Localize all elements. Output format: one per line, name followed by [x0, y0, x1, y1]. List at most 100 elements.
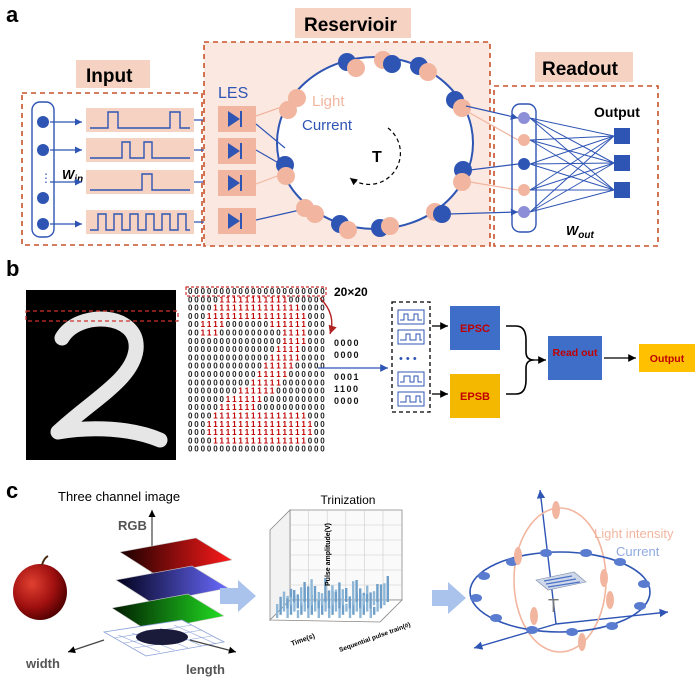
- matrix-cell: 0: [207, 445, 212, 454]
- matrix-cell: 0: [232, 287, 237, 296]
- sequence-ellipsis: • • •: [399, 353, 417, 365]
- matrix-cell: 0: [245, 362, 250, 371]
- matrix-cell: 0: [194, 320, 199, 329]
- matrix-cell: 1: [245, 295, 250, 304]
- matrix-cell: 0: [320, 370, 325, 379]
- matrix-cell: 0: [301, 445, 306, 454]
- node-pair: [338, 53, 365, 77]
- pulse-bar: [373, 606, 376, 615]
- pulse-bar: [307, 586, 310, 609]
- matrix-cell: 0: [283, 395, 288, 404]
- matrix-cell: 0: [213, 345, 218, 354]
- node-pair: [371, 217, 399, 237]
- pulse-bar: [327, 590, 331, 609]
- matrix-cell: 1: [220, 428, 225, 437]
- matrix-cell: 0: [320, 320, 325, 329]
- matrix-cell: 0: [314, 420, 319, 429]
- matrix-cell: 0: [301, 295, 306, 304]
- les-device: [218, 208, 256, 234]
- matrix-cell: 0: [320, 329, 325, 338]
- matrix-cell: 1: [238, 412, 243, 421]
- node-pair: [426, 203, 451, 223]
- matrix-cell: 0: [270, 329, 275, 338]
- current-nodes: [470, 549, 650, 636]
- pulse-bar: [293, 595, 296, 612]
- input-node: [37, 192, 49, 204]
- matrix-cell: 0: [264, 287, 269, 296]
- matrix-cell: 0: [283, 403, 288, 412]
- node-pair: [453, 161, 472, 191]
- red-layer: [119, 537, 233, 576]
- light-label: Light: [312, 93, 345, 110]
- matrix-cell: 0: [201, 362, 206, 371]
- matrix-cell: 1: [245, 428, 250, 437]
- z-axis-label: Pulse amplitude(V): [325, 523, 332, 586]
- matrix-cell: 1: [276, 320, 281, 329]
- pulse-bar: [317, 600, 320, 609]
- matrix-cell: 1: [245, 412, 250, 421]
- matrix-cell: 0: [188, 378, 193, 387]
- matrix-cell: 0: [238, 320, 243, 329]
- light-intensity-label: Light intensity: [594, 526, 674, 541]
- pulse-bar: [352, 581, 355, 606]
- light-nodes: [514, 501, 614, 651]
- matrix-cell: 0: [232, 337, 237, 346]
- matrix-cell: 0: [308, 378, 313, 387]
- matrix-cell: 0: [238, 378, 243, 387]
- matrix-cell: 1: [270, 312, 275, 321]
- input-arrows: [50, 118, 82, 228]
- matrix-cell: 1: [238, 436, 243, 445]
- matrix-cell: 0: [188, 362, 193, 371]
- ring-to-readout-links: [447, 105, 519, 216]
- matrix-cell: 0: [251, 329, 256, 338]
- matrix-cell: 1: [276, 345, 281, 354]
- matrix-cell: 1: [295, 412, 300, 421]
- readout-node: [518, 134, 530, 146]
- readout-label-b: Read out: [553, 347, 598, 359]
- matrix-cell: 0: [289, 387, 294, 396]
- matrix-cell: 0: [308, 312, 313, 321]
- matrix-cell: 0: [251, 445, 256, 454]
- matrix-cell: 0: [213, 295, 218, 304]
- matrix-cell: 1: [289, 329, 294, 338]
- pulse-bar: [345, 603, 348, 612]
- matrix-cell: 0: [194, 295, 199, 304]
- node-pair: [276, 156, 295, 185]
- matrix-cell: 0: [270, 395, 275, 404]
- matrix-cell: 1: [283, 420, 288, 429]
- matrix-cell: 1: [238, 295, 243, 304]
- matrix-cell: 0: [201, 295, 206, 304]
- matrix-cell: 0: [264, 395, 269, 404]
- matrix-cell: 1: [220, 420, 225, 429]
- matrix-cell: 0: [320, 362, 325, 371]
- matrix-cell: 0: [314, 412, 319, 421]
- matrix-cell: 1: [289, 320, 294, 329]
- pulse-bar: [300, 587, 303, 606]
- matrix-cell: 0: [301, 362, 306, 371]
- pulse-bar: [303, 582, 306, 602]
- matrix-cell: 1: [245, 304, 250, 313]
- input-dashed-box: [21, 92, 203, 246]
- matrix-cell: 1: [213, 329, 218, 338]
- readout-node: [518, 112, 530, 124]
- matrix-cell: 0: [308, 403, 313, 412]
- pulse-train: [90, 111, 190, 129]
- node-pair: [446, 91, 471, 117]
- y-axis-label: Sequential pulse train(#): [338, 621, 411, 653]
- matrix-cell: 0: [188, 345, 193, 354]
- matrix-cell: 0: [283, 287, 288, 296]
- length-label: length: [186, 662, 225, 677]
- input-title: Input: [86, 66, 133, 87]
- pulse-bar: [286, 598, 289, 609]
- matrix-cell: 0: [188, 412, 193, 421]
- matrix-cell: 0: [245, 320, 250, 329]
- matrix-cell: 1: [283, 362, 288, 371]
- matrix-cell: 0: [207, 304, 212, 313]
- matrix-cell: 0: [194, 337, 199, 346]
- matrix-cell: 0: [257, 345, 262, 354]
- matrix-cell: 1: [213, 312, 218, 321]
- node-pair: [374, 51, 401, 73]
- matrix-cell: 0: [264, 329, 269, 338]
